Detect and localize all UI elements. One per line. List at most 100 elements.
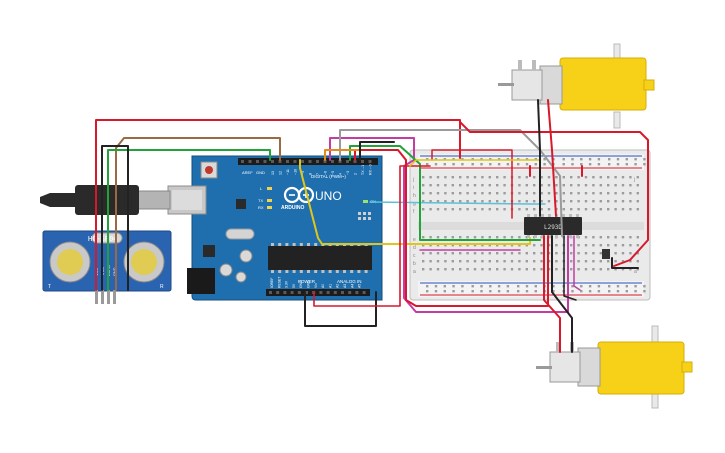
breadboard-hole[interactable]: [584, 236, 588, 239]
breadboard-hole[interactable]: [518, 260, 521, 263]
breadboard-hole[interactable]: [577, 192, 580, 195]
breadboard-hole[interactable]: [503, 208, 506, 211]
header-hole[interactable]: [256, 160, 259, 163]
breadboard-hole[interactable]: [481, 208, 484, 211]
breadboard-hole[interactable]: [540, 192, 543, 195]
breadboard-hole[interactable]: [518, 208, 521, 211]
breadboard-hole[interactable]: [481, 268, 484, 271]
rail-hole[interactable]: [480, 285, 483, 288]
rail-hole[interactable]: [525, 163, 529, 166]
breadboard-hole[interactable]: [533, 176, 536, 179]
breadboard-hole[interactable]: [599, 176, 602, 179]
breadboard-hole[interactable]: [436, 176, 440, 179]
breadboard-hole[interactable]: [599, 192, 602, 195]
breadboard-hole[interactable]: [614, 184, 617, 187]
rail-hole[interactable]: [608, 158, 611, 161]
breadboard-hole[interactable]: [473, 244, 477, 247]
breadboard-hole[interactable]: [607, 176, 610, 179]
rail-hole[interactable]: [434, 163, 438, 166]
rail-hole[interactable]: [552, 290, 555, 293]
breadboard-hole[interactable]: [592, 260, 595, 263]
breadboard-hole[interactable]: [636, 184, 639, 187]
wires[interactable]: [95, 99, 649, 353]
breadboard-hole[interactable]: [614, 260, 617, 263]
breadboard-hole[interactable]: [570, 200, 573, 203]
breadboard-hole[interactable]: [466, 236, 469, 239]
header-hole[interactable]: [290, 291, 294, 294]
header-hole[interactable]: [331, 160, 334, 163]
breadboard-hole[interactable]: [496, 268, 499, 271]
rail-hole[interactable]: [634, 290, 637, 293]
breadboard-hole[interactable]: [621, 184, 625, 187]
rail-hole[interactable]: [543, 163, 546, 166]
breadboard-hole[interactable]: [459, 208, 462, 211]
breadboard-hole[interactable]: [592, 244, 595, 247]
rail-hole[interactable]: [434, 290, 438, 293]
breadboard-hole[interactable]: [584, 184, 588, 187]
breadboard-hole[interactable]: [503, 200, 506, 203]
breadboard-hole[interactable]: [614, 268, 617, 271]
breadboard-hole[interactable]: [473, 252, 477, 255]
breadboard-hole[interactable]: [636, 236, 639, 239]
rail-hole[interactable]: [452, 285, 455, 288]
sensor-pin-gnd[interactable]: [113, 290, 116, 304]
rail-hole[interactable]: [471, 290, 474, 293]
breadboard-hole[interactable]: [540, 268, 543, 271]
wire-red-rail[interactable]: [459, 121, 649, 267]
breadboard-hole[interactable]: [607, 208, 610, 211]
breadboard-hole[interactable]: [429, 192, 432, 195]
wire-motor-bot-red[interactable]: [543, 235, 561, 353]
breadboard-hole[interactable]: [466, 176, 469, 179]
breadboard-hole[interactable]: [436, 244, 440, 247]
breadboard-hole[interactable]: [592, 176, 595, 179]
breadboard-hole[interactable]: [518, 244, 521, 247]
breadboard-hole[interactable]: [584, 260, 588, 263]
breadboard-hole[interactable]: [636, 260, 639, 263]
breadboard-hole[interactable]: [540, 176, 543, 179]
breadboard-hole[interactable]: [436, 252, 440, 255]
rail-hole[interactable]: [625, 285, 628, 288]
header-hole[interactable]: [269, 291, 272, 294]
breadboard-hole[interactable]: [525, 244, 528, 247]
breadboard-hole[interactable]: [599, 200, 602, 203]
breadboard-hole[interactable]: [481, 176, 484, 179]
rail-hole[interactable]: [426, 290, 429, 293]
breadboard-hole[interactable]: [547, 208, 551, 211]
breadboard-hole[interactable]: [592, 184, 595, 187]
breadboard-hole[interactable]: [570, 260, 573, 263]
breadboard-hole[interactable]: [592, 208, 595, 211]
breadboard-hole[interactable]: [621, 200, 625, 203]
rail-hole[interactable]: [616, 163, 620, 166]
wire-gnd-loop[interactable]: [304, 291, 377, 327]
breadboard-hole[interactable]: [570, 176, 573, 179]
breadboard-hole[interactable]: [473, 236, 477, 239]
breadboard-hole[interactable]: [429, 176, 432, 179]
breadboard-hole[interactable]: [592, 200, 595, 203]
breadboard-hole[interactable]: [436, 268, 440, 271]
reset-button-cap[interactable]: [205, 166, 213, 174]
breadboard-hole[interactable]: [429, 260, 432, 263]
breadboard-hole[interactable]: [577, 252, 580, 255]
breadboard-hole[interactable]: [525, 192, 528, 195]
header-hole[interactable]: [301, 160, 304, 163]
rail-hole[interactable]: [588, 290, 592, 293]
header-hole[interactable]: [353, 160, 357, 163]
rail-hole[interactable]: [597, 290, 601, 293]
breadboard-hole[interactable]: [540, 208, 543, 211]
breadboard-hole[interactable]: [636, 268, 639, 271]
breadboard-hole[interactable]: [540, 200, 543, 203]
breadboard-hole[interactable]: [577, 268, 580, 271]
breadboard-hole[interactable]: [451, 260, 454, 263]
breadboard-hole[interactable]: [488, 244, 491, 247]
wire-magenta-2[interactable]: [573, 235, 581, 291]
breadboard-hole[interactable]: [584, 252, 588, 255]
header-hole[interactable]: [293, 160, 297, 163]
breadboard-hole[interactable]: [562, 208, 565, 211]
breadboard-hole[interactable]: [525, 252, 528, 255]
header-hole[interactable]: [276, 291, 280, 294]
breadboard-hole[interactable]: [621, 244, 625, 247]
wire-orange[interactable]: [324, 149, 361, 161]
breadboard-hole[interactable]: [525, 236, 528, 239]
breadboard-hole[interactable]: [422, 252, 425, 255]
breadboard-hole[interactable]: [621, 252, 625, 255]
